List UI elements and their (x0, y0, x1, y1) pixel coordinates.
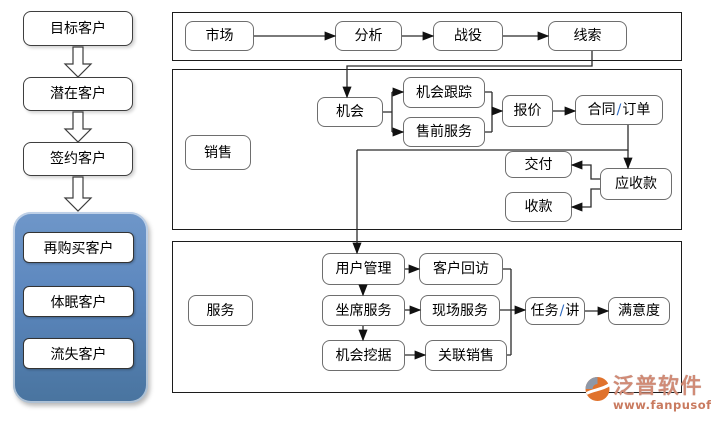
node-quotation: 报价 (502, 95, 553, 127)
node-receivables: 应收款 (600, 168, 672, 200)
node-customer-return-visit: 客户回访 (419, 253, 503, 285)
node-opportunity-tracking: 机会跟踪 (403, 77, 485, 108)
section-label: 服务 (206, 302, 235, 319)
node-label: 交付 (524, 156, 553, 173)
block-arrow-down (63, 46, 93, 212)
node-leads: 线索 (548, 21, 627, 51)
node-label: 用户管理 (335, 261, 392, 277)
node-agent-service: 坐席服务 (322, 295, 405, 326)
node-label: 签约客户 (50, 151, 106, 167)
node-label: 线索 (573, 28, 602, 44)
slash-separator: / (616, 102, 622, 118)
node-presales-service: 售前服务 (403, 117, 485, 147)
node-label: 机会挖据 (335, 347, 392, 364)
node-label: 目标客户 (50, 20, 106, 37)
node-cross-selling: 关联销售 (425, 340, 507, 371)
node-label: 客户回访 (433, 261, 489, 277)
node-label-part: 合同 (587, 102, 616, 118)
node-market: 市场 (185, 21, 254, 51)
node-target-customer: 目标客户 (23, 11, 133, 46)
node-label: 分析 (354, 28, 383, 44)
node-opportunity-mining: 机会挖据 (322, 340, 405, 371)
logo-website-url: www.fanpusoft.com (613, 398, 711, 413)
node-satisfaction: 满意度 (608, 297, 670, 325)
node-delivery: 交付 (505, 151, 572, 178)
node-analysis: 分析 (335, 21, 402, 51)
node-lost-customer: 流失客户 (23, 338, 134, 369)
node-label: 流失客户 (50, 346, 107, 363)
node-label: 战役 (454, 28, 482, 44)
node-label-part: 讲 (565, 303, 580, 319)
node-task: 任务/讲 (525, 297, 585, 325)
node-repurchase-customer: 再购买客户 (23, 232, 134, 263)
section-label: 销售 (204, 144, 232, 161)
node-label: 体眠客户 (50, 294, 107, 311)
node-collection: 收款 (505, 192, 572, 222)
node-label: 坐席服务 (335, 302, 392, 319)
node-onsite-service: 现场服务 (420, 295, 500, 326)
sales-section-label: 销售 (185, 135, 251, 170)
node-potential-customer: 潜在客户 (23, 77, 133, 111)
fanpu-logo: 泛普软件 www.fanpusoft.com (584, 374, 711, 413)
node-label: 满意度 (618, 303, 660, 319)
service-section-label: 服务 (188, 295, 253, 326)
node-label: 关联销售 (438, 347, 494, 364)
logo-company-name: 泛普软件 (613, 374, 703, 398)
node-campaign: 战役 (433, 21, 503, 51)
node-label-part: 任务 (530, 303, 559, 319)
node-label: 市场 (205, 28, 234, 44)
node-label: 现场服务 (432, 302, 488, 319)
node-label-part: 订单 (622, 102, 651, 118)
slash-separator: / (559, 303, 565, 319)
node-contract-order: 合同/订单 (575, 95, 663, 125)
node-label: 收款 (524, 199, 553, 215)
node-dormant-customer: 体眠客户 (23, 286, 134, 317)
node-label: 报价 (513, 103, 542, 119)
node-label: 潜在客户 (50, 86, 106, 102)
node-label: 机会 (336, 104, 364, 120)
node-label: 再购买客户 (43, 240, 114, 257)
node-label: 售前服务 (416, 124, 472, 140)
node-label: 机会跟踪 (416, 84, 472, 101)
node-opportunity: 机会 (317, 97, 383, 127)
node-signed-customer: 签约客户 (23, 142, 133, 176)
node-user-management: 用户管理 (322, 253, 405, 285)
node-label: 应收款 (615, 176, 657, 192)
fanpu-logo-icon (585, 377, 611, 401)
